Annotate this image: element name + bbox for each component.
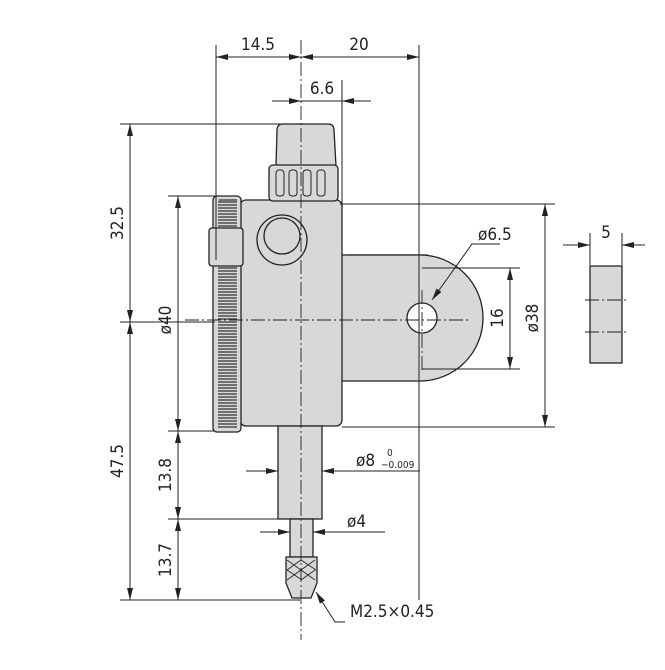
stem (277, 425, 323, 520)
dim-height-top: 32.5 (108, 206, 128, 240)
spindle (289, 518, 314, 558)
contact-point (285, 556, 318, 599)
lug-side-view (589, 265, 623, 364)
dim-hole-diameter: ø6.5 (478, 225, 512, 245)
dim-height-bottom: 47.5 (108, 444, 128, 478)
dim-stem-tol-lower: −0.009 (381, 460, 415, 471)
button-cap (263, 217, 301, 255)
dim-thread: M2.5×0.45 (350, 602, 434, 622)
dim-width-left: 14.5 (241, 35, 275, 55)
dim-spindle-length: 13.7 (156, 543, 176, 577)
stem-cap (275, 123, 337, 167)
dim-width-right: 20 (349, 35, 368, 55)
dim-spindle-diameter: ø4 (347, 512, 366, 532)
dim-stem-tol-upper: 0 (387, 448, 393, 459)
dim-back-diameter: ø38 (523, 304, 543, 333)
limit-pointer (208, 227, 244, 267)
dim-lug-height: 16 (488, 308, 508, 327)
dim-stem-length: 13.8 (156, 458, 176, 492)
dim-bezel-diameter: ø40 (156, 306, 176, 335)
dim-lug-thickness: 5 (601, 223, 611, 243)
dim-stem-offset: 6.6 (310, 79, 334, 99)
indicator-body (208, 123, 484, 599)
dim-stem-diameter: ø8 (356, 451, 375, 471)
